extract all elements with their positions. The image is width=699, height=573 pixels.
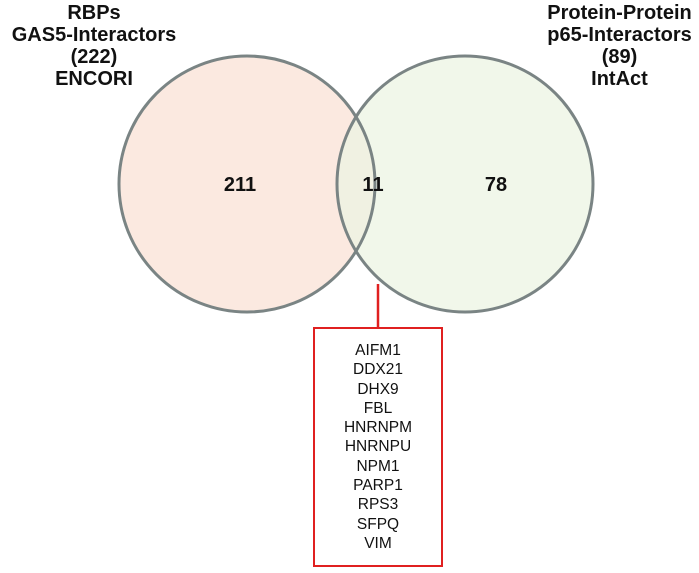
gene-item: AIFM1 [355, 342, 401, 359]
left-set-label-line: (222) [70, 46, 118, 68]
right-only-count: 78 [484, 174, 508, 196]
intersection-count: 11 [362, 174, 384, 196]
left-only-count: 211 [223, 174, 257, 196]
gene-item: SFPQ [356, 515, 400, 533]
right-set-label-line: Protein-Protein [547, 2, 692, 24]
intersection-gene-box: AIFM1 DDX21 DHX9 FBL HNRNPM HNRNPU NPM1 … [313, 327, 443, 567]
gene-item: HNRNPM [343, 419, 413, 437]
gene-item: DHX9 [357, 380, 399, 398]
gene-item: NPM1 [356, 457, 400, 475]
right-set-label: Protein-Protein p65-Interactors (89) Int… [540, 2, 699, 90]
left-set-label-line: GAS5-Interactors [11, 24, 177, 46]
gene-item: PARP1 [353, 477, 403, 495]
right-set-circle [337, 56, 593, 312]
gene-item: DDX21 [353, 361, 403, 379]
gene-item: VIM [364, 534, 392, 552]
right-set-label-line: p65-Interactors [547, 24, 692, 46]
gene-item: FBL [363, 399, 393, 417]
gene-item: RPS3 [357, 496, 399, 514]
left-set-outline [117, 54, 377, 314]
gene-item: HNRNPU [344, 438, 412, 456]
left-set-label-line: RBPs [67, 2, 121, 24]
left-set-circle [119, 56, 375, 312]
left-set-label-line: ENCORI [55, 68, 133, 90]
right-set-label-line: IntAct [591, 68, 648, 90]
left-set-label: RBPs GAS5-Interactors (222) ENCORI [0, 2, 188, 90]
right-set-outline [335, 54, 595, 314]
gene-list: AIFM1 DDX21 DHX9 FBL HNRNPM HNRNPU NPM1 … [315, 329, 441, 553]
right-set-label-line: (89) [601, 46, 638, 68]
